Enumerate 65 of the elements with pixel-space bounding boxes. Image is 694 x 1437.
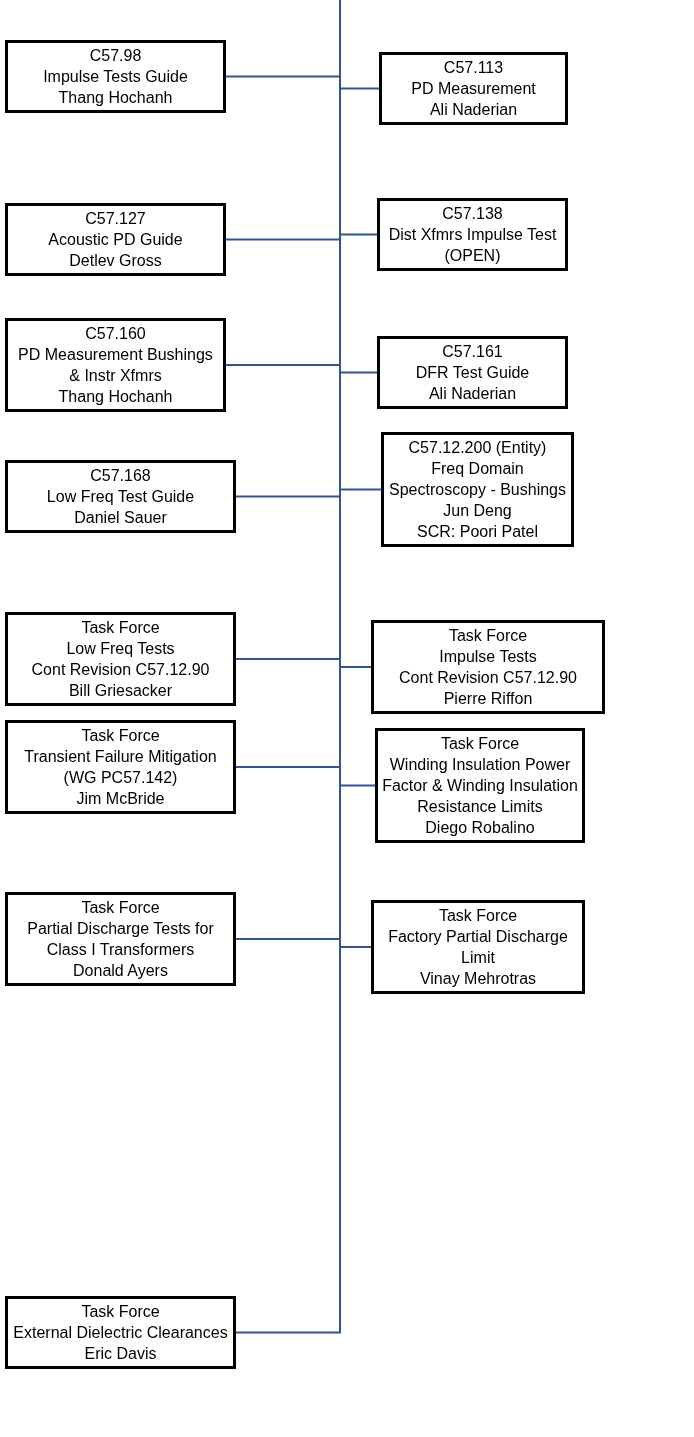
committee-box	[5, 612, 236, 706]
box-label: (OPEN)	[443, 246, 502, 266]
box-label: C57.113	[442, 58, 505, 78]
box-label: Daniel Sauer	[73, 508, 168, 528]
box-label: Dist Xfmrs Impulse Test	[387, 225, 558, 245]
committee-box	[371, 620, 605, 714]
box-label: C57.160	[84, 324, 147, 344]
box-label: C57.161	[441, 342, 504, 362]
box-label: Cont Revision C57.12.90	[398, 668, 578, 688]
box-label: Task Force	[80, 898, 161, 918]
box-label: C57.12.200 (Entity)	[407, 438, 548, 458]
box-label: Impulse Tests	[438, 647, 538, 667]
committee-box	[5, 892, 236, 986]
box-label: Impulse Tests Guide	[42, 67, 189, 87]
box-label: PD Measurement Bushings & Instr Xfmrs	[17, 345, 214, 386]
committee-box	[375, 728, 585, 843]
committee-box	[5, 720, 236, 814]
box-label: Detlev Gross	[68, 251, 163, 271]
committee-box	[379, 52, 568, 125]
box-label: Jun Deng	[442, 501, 513, 521]
box-label: Cont Revision C57.12.90	[30, 660, 211, 680]
box-label: Eric Davis	[83, 1344, 158, 1364]
committee-box	[377, 198, 568, 271]
box-label: Thang Hochanh	[57, 88, 174, 108]
connector-line	[235, 0, 341, 1334]
box-label: C57.98	[88, 46, 143, 66]
box-label: DFR Test Guide	[414, 363, 531, 383]
committee-box	[381, 432, 574, 547]
committee-box	[5, 1296, 236, 1369]
box-label: Task Force	[437, 906, 519, 926]
box-label: Task Force	[80, 618, 161, 638]
box-label: C57.168	[89, 466, 152, 486]
box-label: Task Force	[439, 734, 521, 754]
box-label: Thang Hochanh	[57, 387, 174, 407]
box-label: Acoustic PD Guide	[47, 230, 184, 250]
box-label: Bill Griesacker	[67, 681, 174, 701]
committee-box	[5, 318, 226, 412]
box-label: Task Force	[80, 1302, 161, 1322]
committee-box	[5, 460, 236, 533]
box-label: SCR: Poori Patel	[416, 522, 539, 542]
box-label: (WG PC57.142)	[62, 768, 179, 788]
box-label: Transient Failure Mitigation	[23, 747, 218, 767]
box-label: Task Force	[447, 626, 529, 646]
box-label: Ali Naderian	[427, 384, 518, 404]
committee-box	[377, 336, 568, 409]
box-label: Factory Partial Discharge Limit	[387, 927, 569, 968]
box-label: Low Freq Test Guide	[45, 487, 196, 507]
box-label: External Dielectric Clearances	[12, 1323, 229, 1343]
box-label: PD Measurement	[410, 79, 537, 99]
box-label: Pierre Riffon	[442, 689, 534, 709]
box-label: Ali Naderian	[428, 100, 519, 120]
box-label: C57.138	[441, 204, 504, 224]
box-label: C57.127	[84, 209, 147, 229]
box-label: Partial Discharge Tests for Class I Transformers	[26, 919, 215, 960]
box-label: Task Force	[80, 726, 161, 746]
committee-box	[371, 900, 585, 994]
box-label: Low Freq Tests	[65, 639, 176, 659]
committee-box	[5, 203, 226, 276]
box-label: Winding Insulation Power Factor & Winding Insulation Resistance Limits	[382, 755, 578, 817]
committee-box	[5, 40, 226, 113]
box-label: Jim McBride	[75, 789, 166, 809]
box-label: Donald Ayers	[72, 961, 169, 981]
box-label: Vinay Mehrotras	[418, 969, 538, 989]
box-label: Diego Robalino	[424, 818, 536, 838]
box-label: Freq Domain Spectroscopy - Bushings	[388, 459, 567, 500]
